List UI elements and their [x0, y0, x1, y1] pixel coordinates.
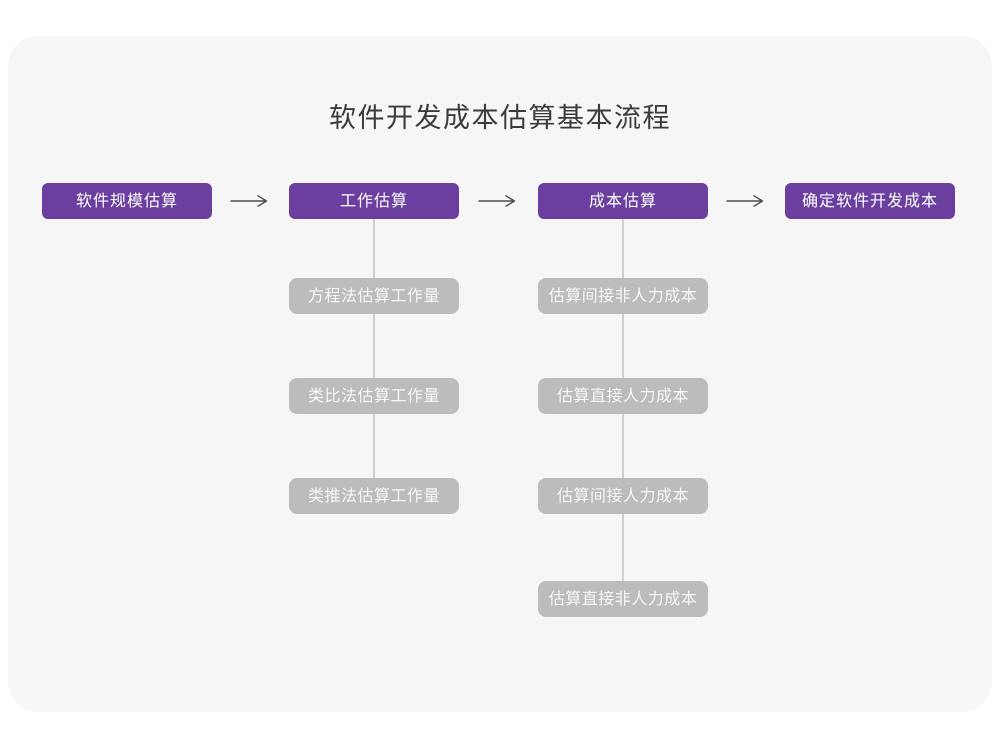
sub-node-indirect-labor-cost: 估算间接人力成本: [538, 478, 708, 514]
sub-node-comparison-method-workload: 类比法估算工作量: [289, 378, 459, 414]
stage-node-work-estimation: 工作估算: [289, 183, 459, 219]
diagram-title: 软件开发成本估算基本流程: [329, 103, 671, 133]
stage-node-cost-estimation: 成本估算: [538, 183, 708, 219]
diagram-panel: [8, 36, 992, 712]
sub-node-direct-labor-cost: 估算直接人力成本: [538, 378, 708, 414]
right-arrow-icon: [230, 194, 270, 208]
sub-node-direct-nonlabor-cost: 估算直接非人力成本: [538, 581, 708, 617]
sub-node-analogy-method-workload: 类推法估算工作量: [289, 478, 459, 514]
sub-node-equation-method-workload: 方程法估算工作量: [289, 278, 459, 314]
sub-node-indirect-nonlabor-cost: 估算间接非人力成本: [538, 278, 708, 314]
stage-node-software-scale-estimation: 软件规模估算: [42, 183, 212, 219]
right-arrow-icon: [726, 194, 766, 208]
right-arrow-icon: [478, 194, 518, 208]
stage-node-determine-software-dev-cost: 确定软件开发成本: [785, 183, 955, 219]
connector-line-work-estimation: [373, 219, 375, 497]
